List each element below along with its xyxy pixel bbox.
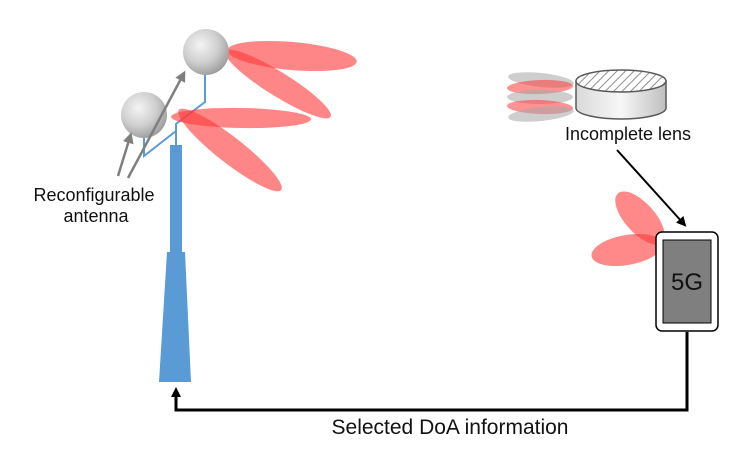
lens-label: Incomplete lens xyxy=(565,124,691,144)
feedback-label: Selected DoA information xyxy=(332,416,569,439)
lens-beams xyxy=(507,72,574,122)
antenna-sphere-icon xyxy=(121,92,167,138)
antenna-label-line1: Reconfigurable xyxy=(33,185,154,205)
beam-lobe-upper-2 xyxy=(225,49,331,119)
phone-screen xyxy=(662,239,712,324)
tower-mast xyxy=(170,145,182,253)
device-beam-2 xyxy=(591,233,663,267)
antenna-beams xyxy=(171,40,357,192)
device-label: 5G xyxy=(671,269,703,296)
lens-beam-red-1 xyxy=(507,79,573,95)
antenna-sphere-icon xyxy=(183,29,229,75)
antenna-pointer-arrows xyxy=(116,70,186,179)
base-station-tower xyxy=(159,145,191,382)
device-beam-1 xyxy=(615,191,665,245)
doa-feedback-arrow xyxy=(171,332,689,412)
device-beams xyxy=(591,191,665,267)
lens-icon xyxy=(575,69,667,120)
lens-beam-grey-3 xyxy=(508,106,574,122)
phone-icon: 5G xyxy=(655,231,719,332)
lens-top xyxy=(575,69,667,93)
antenna-label-line2: antenna xyxy=(63,206,129,226)
tower-body xyxy=(159,252,191,382)
lens-to-device-arrow xyxy=(616,149,687,227)
beam-lobe-lower-2 xyxy=(178,108,282,192)
